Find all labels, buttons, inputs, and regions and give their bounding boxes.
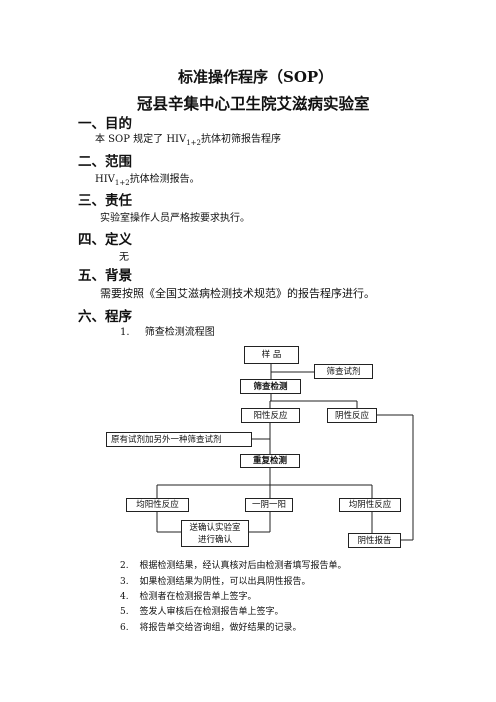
section-text-scope: HIV1+2抗体检测报告。 xyxy=(95,174,200,187)
procedure-step-2: 2. 根据检测结果，经认真核对后由检测者填写报告单。 xyxy=(120,558,346,571)
flow-screen-test-box: 筛查检测 xyxy=(240,379,301,394)
section-text-definition: 无 xyxy=(119,252,129,263)
section-heading-procedure: 六、程序 xyxy=(78,309,132,325)
section-heading-responsibility: 三、责任 xyxy=(78,193,132,209)
step-number: 3. xyxy=(120,577,129,587)
flow-retest-reagent-box: 原有试剂加另外一种筛查试剂 xyxy=(106,432,252,447)
section-heading-scope: 二、范围 xyxy=(78,154,132,170)
procedure-step-5: 5. 签发人审核后在检测报告单上签字。 xyxy=(120,604,283,617)
flow-negative-box: 阴性反应 xyxy=(327,408,377,423)
flow-retest-box: 重复检测 xyxy=(240,454,300,468)
flow-screen-reagent-box: 筛查试剂 xyxy=(314,364,373,379)
procedure-step-1: 1. 筛查检测流程图 xyxy=(120,323,215,338)
section-heading-background: 五、背景 xyxy=(78,268,132,284)
step-text: 签发人审核后在检测报告单上签字。 xyxy=(139,607,284,617)
flow-negative-report-box: 阴性报告 xyxy=(348,533,401,548)
step-text: 筛查检测流程图 xyxy=(144,327,215,338)
section-text-responsibility: 实验室操作人员严格按要求执行。 xyxy=(100,213,250,224)
flow-one-pos-one-neg-box: 一阴一阳 xyxy=(245,498,293,512)
flow-both-positive-box: 均阳性反应 xyxy=(126,498,189,512)
step-text: 如果检测结果为阴性，可以出具阴性报告。 xyxy=(139,577,311,587)
procedure-step-3: 3. 如果检测结果为阴性，可以出具阴性报告。 xyxy=(120,574,310,587)
section-heading-purpose: 一、目的 xyxy=(78,116,132,132)
doc-title: 标准操作程序（SOP） xyxy=(178,68,334,86)
lab-name: 冠县辛集中心卫生院艾滋病实验室 xyxy=(137,94,370,113)
step-number: 4. xyxy=(120,592,129,602)
flow-send-confirm-line2: 进行确认 xyxy=(197,534,232,545)
step-number: 6. xyxy=(120,623,129,633)
procedure-step-4: 4. 检测者在检测报告单上签字。 xyxy=(120,589,256,602)
step-text: 将报告单交给咨询组，做好结果的记录。 xyxy=(139,623,302,633)
flow-sample-box: 样 品 xyxy=(244,346,299,364)
section-heading-definition: 四、定义 xyxy=(78,232,132,248)
section-text-purpose: 本 SOP 规定了 HIV1+2抗体初筛报告程序 xyxy=(95,134,281,147)
step-number: 5. xyxy=(120,607,129,617)
flow-send-confirm-line1: 送确认实验室 xyxy=(189,522,241,533)
step-number: 2. xyxy=(120,561,129,571)
step-text: 根据检测结果，经认真核对后由检测者填写报告单。 xyxy=(139,561,347,571)
section-text-background: 需要按照《全国艾滋病检测技术规范》的报告程序进行。 xyxy=(100,287,375,300)
step-number: 1. xyxy=(120,327,130,338)
step-text: 检测者在检测报告单上签字。 xyxy=(139,592,257,602)
procedure-step-6: 6. 将报告单交给咨询组，做好结果的记录。 xyxy=(120,620,301,633)
flow-send-confirm-box: 送确认实验室 进行确认 xyxy=(181,520,249,547)
flow-both-negative-box: 均阴性反应 xyxy=(339,498,401,512)
flow-positive-box: 阳性反应 xyxy=(241,408,300,423)
